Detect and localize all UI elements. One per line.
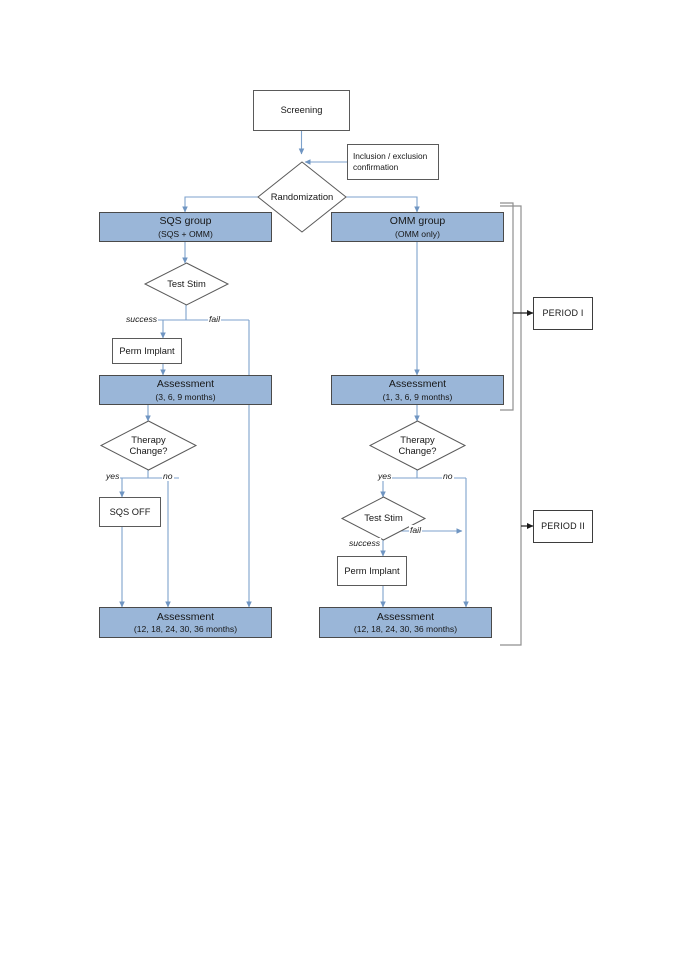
edge-label-right-yes: yes [377,471,393,481]
node-perm-implant-left[interactable]: Perm Implant [112,338,182,364]
node-period-1[interactable]: PERIOD I [533,297,593,330]
node-test-stim-left[interactable]: Test Stim [143,262,230,306]
node-omm-group-sub: (OMM only) [395,228,440,239]
node-inclusion-line2: confirmation [353,162,399,172]
node-period-2[interactable]: PERIOD II [533,510,593,543]
edge-label-right-success: success [348,538,382,548]
node-screening-label: Screening [280,105,323,116]
node-sqs-group-sub: (SQS + OMM) [158,228,213,239]
node-therapy-change-right[interactable]: Therapy Change? [368,420,467,471]
node-period-1-label: PERIOD I [542,308,584,319]
node-assessment-right-2-sub: (12, 18, 24, 30, 36 months) [353,624,458,635]
node-inclusion-exclusion[interactable]: Inclusion / exclusion confirmation [347,144,439,180]
node-assessment-right-2-label: Assessment [376,610,435,623]
node-perm-implant-left-label: Perm Implant [119,345,175,356]
node-perm-implant-right-label: Perm Implant [344,565,400,576]
node-period-2-label: PERIOD II [541,521,585,532]
edge-label-right-no: no [442,471,454,481]
node-assessment-left-2-label: Assessment [156,610,215,623]
node-assessment-right-1-sub: (1, 3, 6, 9 months) [382,391,453,402]
node-sqs-off-label: SQS OFF [109,506,151,517]
node-omm-group[interactable]: OMM group (OMM only) [331,212,504,242]
node-assessment-right-1[interactable]: Assessment (1, 3, 6, 9 months) [331,375,504,405]
node-assessment-left-2[interactable]: Assessment (12, 18, 24, 30, 36 months) [99,607,272,638]
edge-label-left-yes: yes [105,471,121,481]
node-sqs-group[interactable]: SQS group (SQS + OMM) [99,212,272,242]
edge-label-left-fail: fail [208,314,221,324]
node-assessment-left-1-label: Assessment [156,378,215,391]
node-assessment-left-1[interactable]: Assessment (3, 6, 9 months) [99,375,272,405]
node-sqs-off[interactable]: SQS OFF [99,497,161,527]
node-assessment-right-1-label: Assessment [388,378,447,391]
node-inclusion-line1: Inclusion / exclusion [353,150,428,161]
edge-label-right-fail: fail [409,525,422,535]
node-therapy-change-left[interactable]: Therapy Change? [99,420,198,471]
node-assessment-left-1-sub: (3, 6, 9 months) [155,391,216,402]
node-sqs-group-label: SQS group [159,215,212,228]
node-screening[interactable]: Screening [253,90,350,131]
node-omm-group-label: OMM group [389,215,446,228]
edge-label-left-no: no [162,471,174,481]
node-perm-implant-right[interactable]: Perm Implant [337,556,407,586]
node-assessment-right-2[interactable]: Assessment (12, 18, 24, 30, 36 months) [319,607,492,638]
edge-label-left-success: success [125,314,159,324]
node-assessment-left-2-sub: (12, 18, 24, 30, 36 months) [133,624,238,635]
